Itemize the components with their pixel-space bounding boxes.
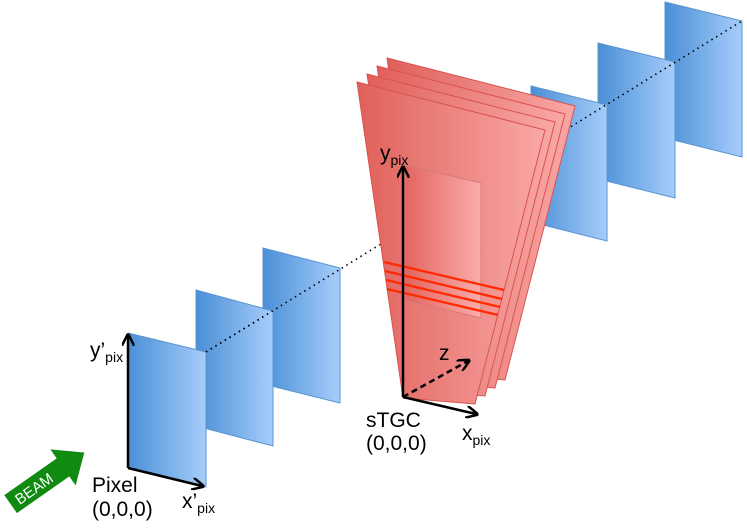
strip-4 (386, 287, 499, 317)
pixel-axes (128, 336, 202, 486)
stgc-x-label: xpix (462, 422, 490, 448)
pixel-plane-1 (127, 332, 207, 488)
strip-3 (385, 278, 501, 309)
stgc-strips (383, 260, 505, 317)
pixel-origin: (0,0,0) (92, 498, 153, 521)
strip-2 (384, 269, 503, 301)
pixel-x-axis (127, 466, 202, 486)
pixel-name: Pixel (92, 474, 138, 497)
pixel-planes-upstream (195, 247, 341, 447)
pixel-plane-6 (664, 1, 743, 158)
stgc-y-label: ypix (380, 142, 408, 168)
stgc-x-axis (402, 395, 476, 414)
beam-axis-line-front (205, 316, 264, 353)
pixel-plane-5 (597, 42, 676, 199)
pixel-plane-3 (262, 247, 341, 404)
stgc-origin: (0,0,0) (366, 432, 427, 455)
stgc-z-axis (402, 361, 468, 399)
stgc-name: sTGC (366, 409, 421, 432)
stgc-chamber (356, 57, 576, 405)
stgc-axes (403, 168, 476, 414)
pixel-y-label: y’pix (90, 339, 123, 365)
beam-arrow-shape (4, 449, 85, 514)
pixel-plane-2 (195, 289, 274, 447)
beam-arrow: BEAM (4, 449, 85, 514)
pixel-x-label: x’pix (182, 490, 215, 516)
z-label: z (439, 342, 450, 365)
